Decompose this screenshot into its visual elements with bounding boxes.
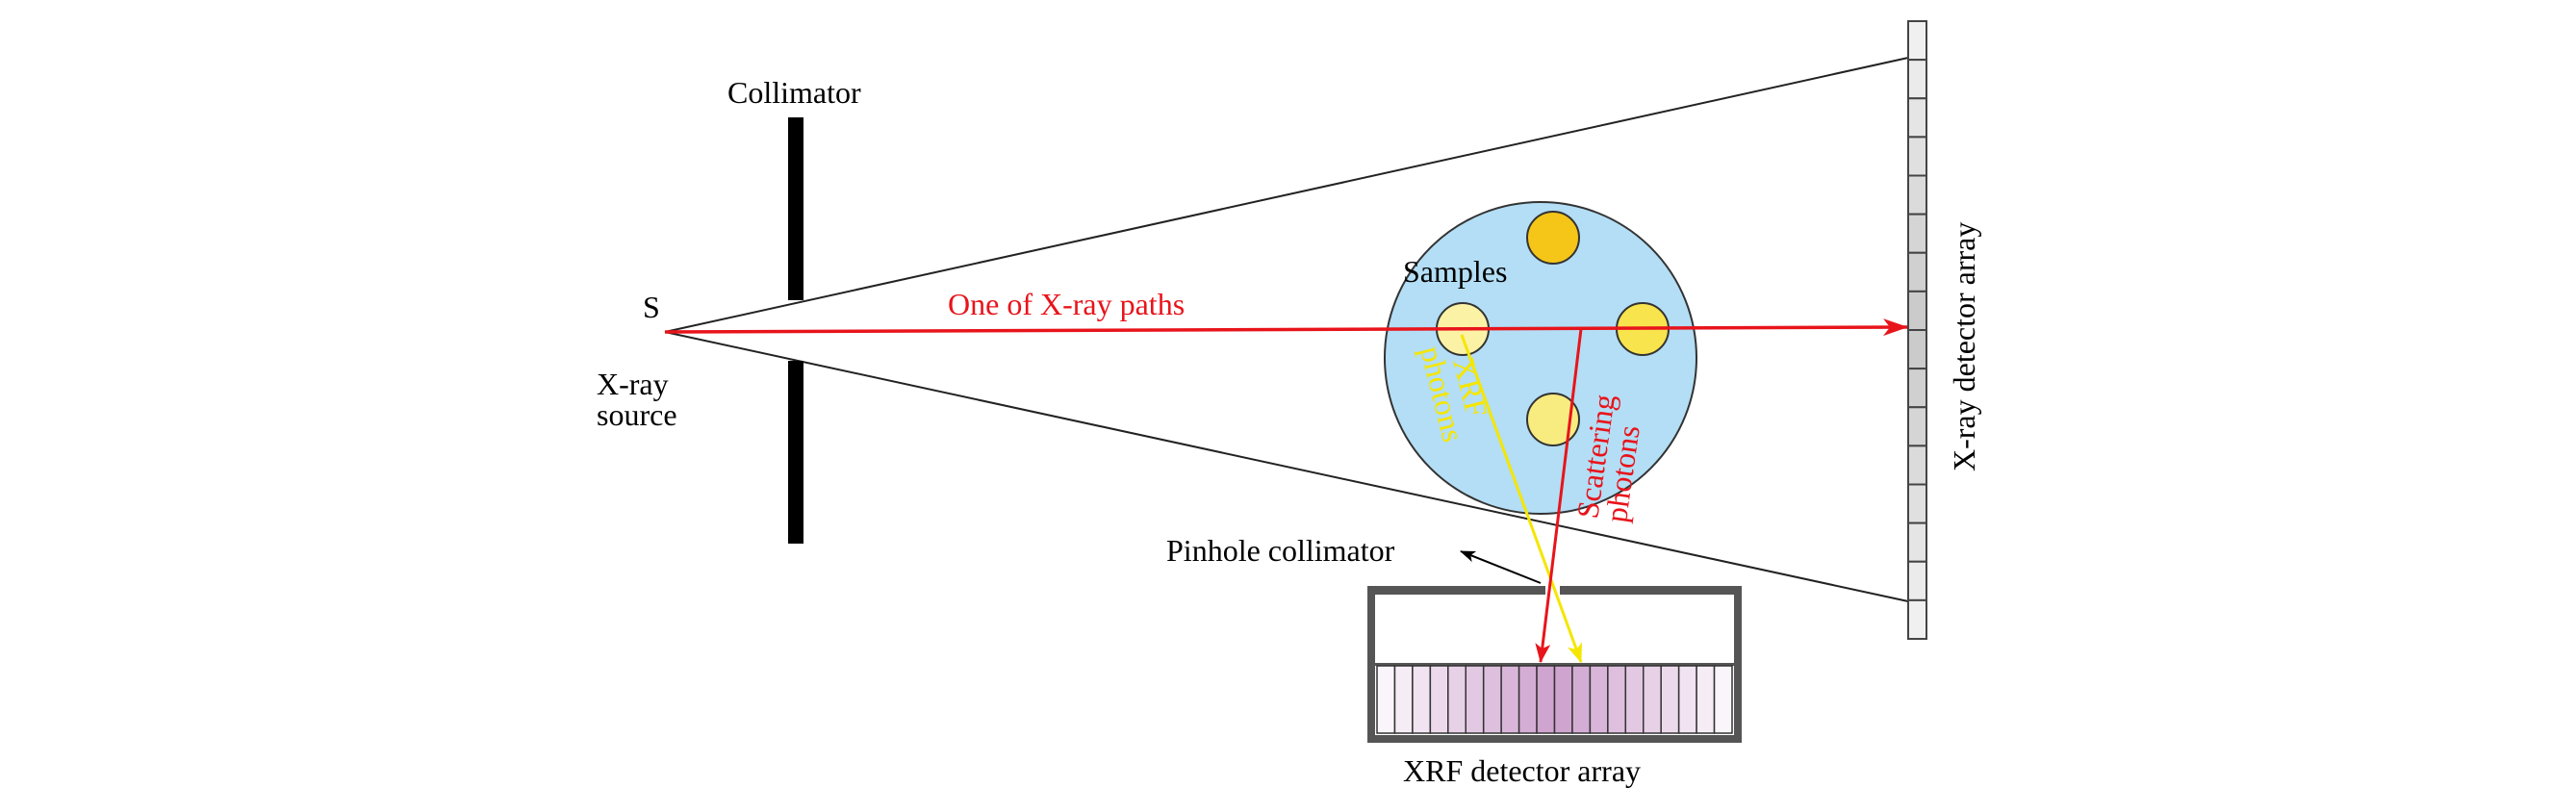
source-symbol: S xyxy=(643,290,660,324)
collimator-upper-bar xyxy=(788,117,803,300)
xrf-detector-pixel xyxy=(1465,665,1485,734)
xray-detector-array xyxy=(1907,20,1927,640)
beam-edge-upper xyxy=(664,57,1909,333)
xrf-detector-pixel xyxy=(1660,665,1680,734)
pinhole-pointer-arrow xyxy=(1460,550,1542,584)
xrf-detector-pixel xyxy=(1713,665,1733,734)
xray-detector-pixel xyxy=(1907,560,1927,601)
xrf-detector-housing xyxy=(1367,586,1742,743)
sample-bottom xyxy=(1526,393,1580,446)
xray-detector-pixel xyxy=(1907,521,1927,563)
samples-label: Samples xyxy=(1403,254,1507,289)
pinhole-label: Pinhole collimator xyxy=(1166,533,1395,568)
scattering-photons-label: Scattering photons xyxy=(1569,385,1651,525)
xrf-detector-pixel xyxy=(1412,665,1432,734)
sample-top xyxy=(1526,211,1580,265)
xray-path-arrow xyxy=(664,318,1908,337)
source-label-2: source xyxy=(597,397,677,432)
xray-detector-pixel xyxy=(1907,59,1927,100)
beam-edge-lower xyxy=(664,331,1909,602)
xrf-detector-pixel xyxy=(1447,665,1467,734)
xrf-detector-pixel xyxy=(1518,665,1538,734)
xray-detector-pixel xyxy=(1907,213,1927,254)
xrf-detector-pixel xyxy=(1393,665,1414,734)
xray-detector-pixel xyxy=(1907,368,1927,409)
xray-detector-pixel xyxy=(1907,136,1927,177)
xray-detector-pixel xyxy=(1907,445,1927,486)
xray-detector-pixel xyxy=(1907,251,1927,292)
xrf-photon-arrow xyxy=(1460,334,1583,663)
phantom-disk xyxy=(1384,201,1697,515)
xrf-detector-pixel xyxy=(1696,665,1716,734)
xray-detector-pixel xyxy=(1907,598,1927,640)
xrf-detector-pixels xyxy=(1376,665,1733,734)
xray-detector-pixel xyxy=(1907,329,1927,370)
collimator-lower-bar xyxy=(788,361,803,544)
xrf-detector-pixel xyxy=(1677,665,1697,734)
xray-detector-pixel xyxy=(1907,483,1927,524)
xray-detector-pixel xyxy=(1907,290,1927,331)
xrf-detector-pixel xyxy=(1589,665,1609,734)
xrf-detector-pixel xyxy=(1571,665,1592,734)
xrf-detector-pixel xyxy=(1429,665,1449,734)
xrf-detector-pixel xyxy=(1643,665,1662,734)
ray-path-label: One of X-ray paths xyxy=(948,287,1185,321)
scatter-photon-arrow xyxy=(1535,328,1583,663)
xrf-detector-pixel xyxy=(1624,665,1645,734)
xrf-detector-pixel xyxy=(1553,665,1573,734)
xrf-detector-label: XRF detector array xyxy=(1403,753,1641,788)
xray-detector-pixel xyxy=(1907,20,1927,62)
xray-detector-pixel xyxy=(1907,406,1927,447)
source-label: X-ray xyxy=(597,367,669,401)
xray-detector-pixel xyxy=(1907,174,1927,216)
collimator-label: Collimator xyxy=(727,75,861,110)
xray-detector-pixel xyxy=(1907,97,1927,139)
xrf-detector-pixel xyxy=(1482,665,1502,734)
xray-detector-label: X-ray detector array xyxy=(1947,222,1981,471)
xrf-detector-pixel xyxy=(1500,665,1520,734)
xrf-detector-pixel xyxy=(1376,665,1396,734)
xrf-detector-pixel xyxy=(1536,665,1556,734)
xrf-detector-pixel xyxy=(1607,665,1627,734)
